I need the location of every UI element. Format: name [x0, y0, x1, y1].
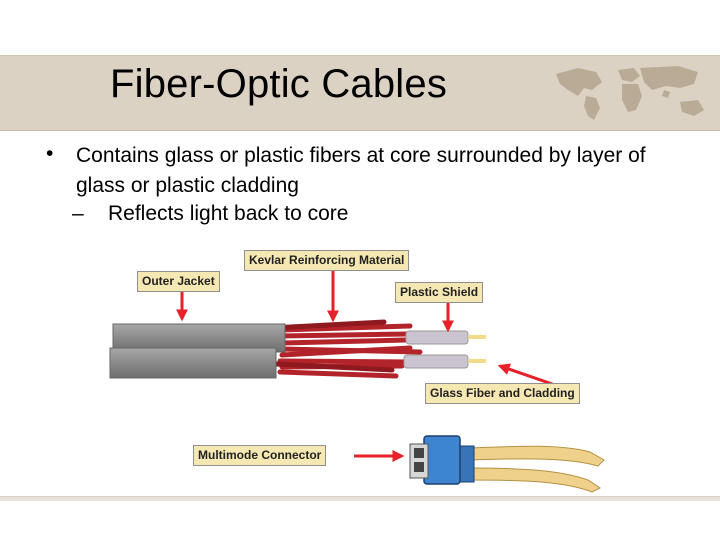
footer-rule: [0, 496, 720, 501]
outer-jacket-top: [112, 323, 286, 353]
label-outer-jacket: Outer Jacket: [137, 271, 220, 292]
slide-title: Fiber-Optic Cables: [110, 62, 448, 106]
label-glass-fiber: Glass Fiber and Cladding: [425, 383, 580, 404]
plastic-shield-bottom: [403, 354, 469, 369]
bullet-marker: •: [46, 142, 54, 165]
pointer-arrows: [176, 268, 556, 462]
sub-bullet-text: Reflects light back to core: [108, 202, 349, 225]
plastic-shield-top: [405, 330, 469, 345]
glass-fiber-top: [468, 335, 486, 339]
outer-jacket-bottom: [109, 347, 277, 379]
label-plastic-shield: Plastic Shield: [395, 282, 484, 303]
kevlar-strands: [269, 319, 423, 379]
multimode-connector: [409, 435, 605, 493]
world-map-icon: [556, 66, 704, 120]
sub-bullet-marker: –: [72, 202, 84, 225]
title-band: [0, 55, 720, 131]
label-kevlar: Kevlar Reinforcing Material: [244, 250, 410, 271]
label-connector: Multimode Connector: [193, 445, 327, 466]
glass-fiber-bottom: [468, 359, 486, 363]
bullet-text: Contains glass or plastic fibers at core…: [76, 144, 646, 197]
